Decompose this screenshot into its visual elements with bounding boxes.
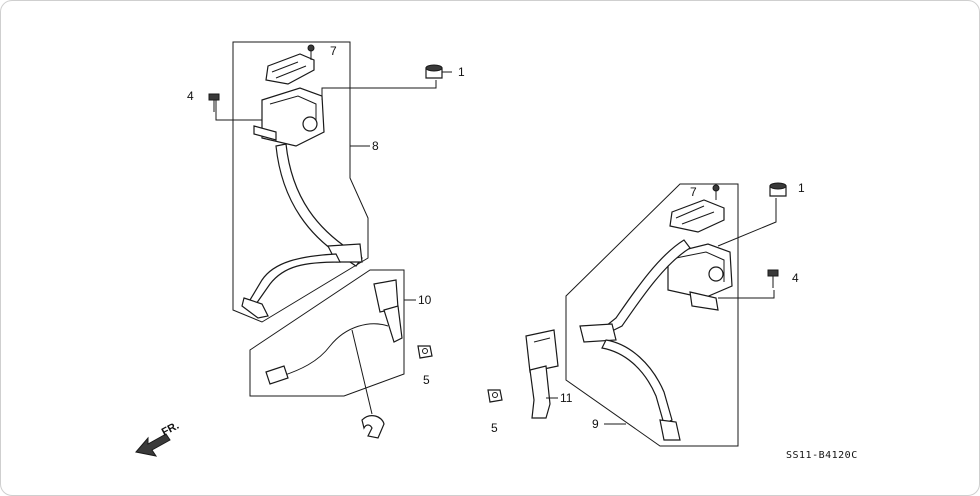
left-buckle-group [249, 269, 416, 439]
left-upper-cover-ribs [271, 61, 307, 79]
left-bolt-4 [208, 93, 220, 112]
right-buckle-stalk [529, 365, 551, 419]
callout-left-bolt: 4 [187, 89, 194, 103]
diagram-code: SS11-B4120C [786, 450, 858, 461]
callout-right-buckle: 11 [560, 391, 573, 405]
callout-right-screw: 7 [690, 185, 697, 199]
callout-right-bolt: 4 [792, 271, 799, 285]
arrow-icon [135, 433, 171, 457]
left-screw-7 [307, 44, 315, 58]
callout-left-screw: 7 [330, 44, 337, 58]
front-direction-arrow: FR. [135, 420, 181, 457]
left-buckle-group-outline [249, 269, 405, 397]
right-buckle-group [525, 329, 559, 419]
right-upper-cover-ribs [675, 205, 715, 225]
right-belt-guide [579, 323, 617, 343]
left-buckle-wire [281, 323, 389, 377]
right-screw-7 [712, 184, 720, 198]
left-retractor-body [261, 87, 325, 147]
right-belt-webbing-lower [601, 339, 673, 425]
right-leader-4 [718, 290, 775, 299]
right-nut-5 [487, 389, 503, 403]
callout-right-nut: 5 [491, 421, 498, 435]
left-retractor-detail [269, 95, 317, 126]
right-retractor-spool [708, 266, 724, 282]
left-retractor-bracket [253, 125, 277, 141]
right-buckle-head [525, 329, 559, 373]
right-retractor-bracket [689, 291, 719, 311]
right-retractor-body [667, 243, 733, 299]
left-cap-1 [425, 64, 443, 79]
left-clip [361, 415, 385, 439]
right-buckle-slot [533, 337, 551, 343]
right-bolt-4 [767, 269, 779, 288]
left-lower-anchor [241, 297, 269, 319]
callout-left-belt: 8 [372, 139, 379, 153]
right-retractor-detail [675, 251, 725, 282]
left-buckle-connector [265, 365, 289, 385]
callout-right-cap: 1 [798, 181, 805, 195]
right-lower-anchor [659, 419, 681, 441]
left-belt-assembly-group [215, 41, 452, 323]
left-buckle-stalk [383, 305, 403, 343]
left-retractor-spool [302, 116, 318, 132]
left-lower-webbing [249, 253, 341, 305]
callout-right-belt: 9 [592, 417, 599, 431]
right-leader-1 [717, 198, 777, 247]
left-clip-leader [351, 329, 373, 415]
callout-left-cap: 1 [458, 65, 465, 79]
direction-label: FR. [160, 420, 181, 439]
left-nut-5 [417, 345, 433, 359]
callout-left-buckle: 10 [418, 293, 432, 307]
left-upper-cover [265, 53, 315, 85]
right-upper-cover [669, 199, 725, 233]
right-belt-group-outline [565, 183, 739, 447]
left-belt-group-outline [232, 41, 369, 323]
callout-left-nut: 5 [423, 373, 430, 387]
right-cap-1 [769, 182, 787, 197]
right-belt-assembly-group [565, 183, 777, 447]
